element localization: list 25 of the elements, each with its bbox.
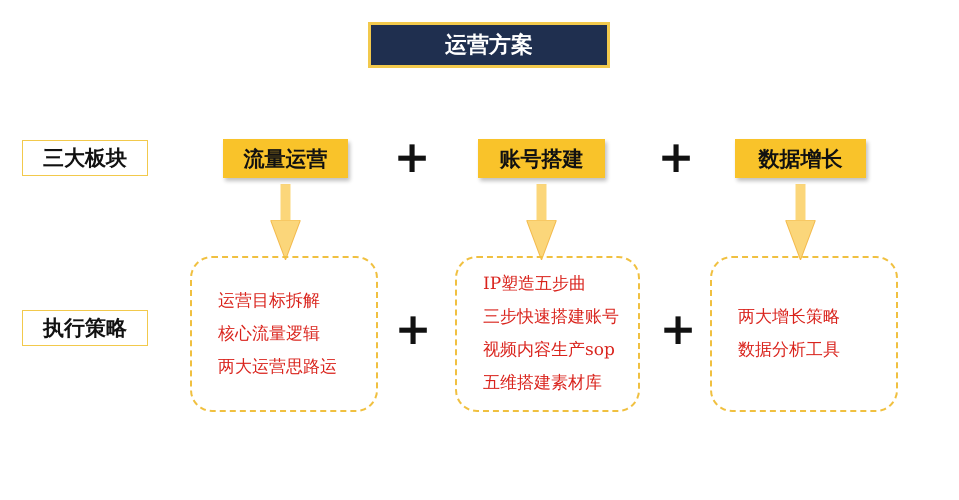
plus-sign: + (392, 136, 432, 180)
plus-sign: + (658, 308, 698, 352)
strategy-item: 两大增长策略 (738, 306, 840, 329)
strategy-item: 三步快速搭建账号 (483, 306, 619, 329)
plus-sign: + (394, 308, 432, 352)
strategy-box (455, 256, 640, 412)
row-header-box: 三大板块 (22, 140, 148, 176)
strategy-item: 两大运营思路运 (218, 356, 337, 378)
strategy-item: 数据分析工具 (738, 339, 840, 362)
down-arrow (526, 184, 557, 260)
strategy-box (710, 256, 898, 412)
strategy-item: 五维搭建素材库 (483, 372, 602, 395)
row-header-box: 执行策略 (22, 310, 148, 346)
strategy-item: IP塑造五步曲 (483, 273, 586, 296)
plus-sign: + (656, 136, 696, 180)
strategy-item: 核心流量逻辑 (218, 322, 320, 346)
strategy-item: 视频内容生产sop (483, 339, 615, 362)
category-box: 流量运营 (223, 139, 348, 178)
down-arrow (785, 184, 816, 260)
category-box: 账号搭建 (478, 139, 605, 178)
category-box: 数据增长 (735, 139, 866, 178)
strategy-box (190, 256, 378, 412)
title-banner: 运营方案 (368, 22, 610, 68)
strategy-item: 运营目标拆解 (218, 290, 320, 312)
down-arrow (270, 184, 301, 260)
